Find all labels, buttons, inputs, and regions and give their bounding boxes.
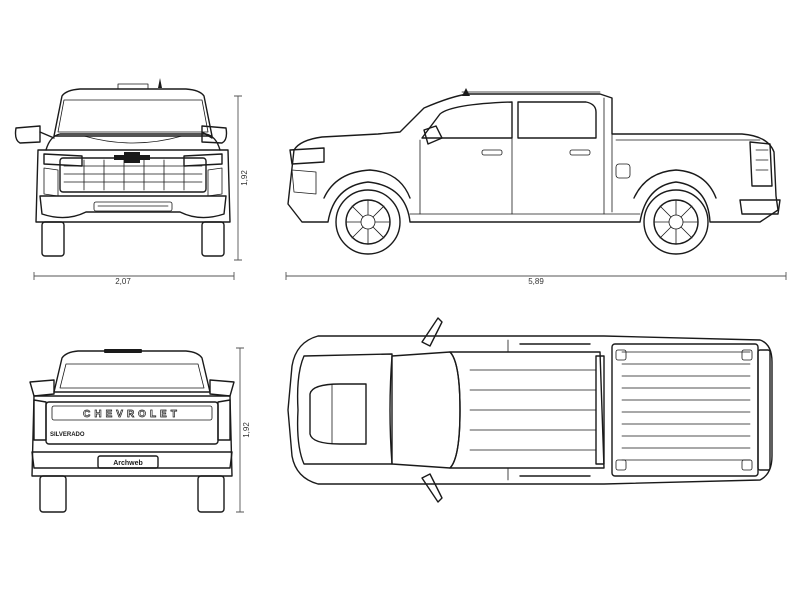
rear-wheel (643, 189, 709, 255)
tailgate-brand-lettering: CHEVROLET (83, 409, 181, 420)
rear-view (29, 349, 235, 513)
model-badge: SILVERADO (50, 432, 85, 438)
dimension-lines (33, 95, 787, 513)
side-view (287, 88, 781, 255)
front-view (14, 78, 231, 257)
side-length-label: 5,89 (528, 277, 544, 286)
front-wheel (335, 189, 401, 255)
top-view (287, 317, 773, 503)
plate-text: Archweb (113, 460, 143, 467)
front-width-label: 2,07 (115, 277, 131, 286)
rear-height-label: 1,92 (242, 422, 251, 438)
front-height-label: 1,92 (240, 170, 249, 186)
